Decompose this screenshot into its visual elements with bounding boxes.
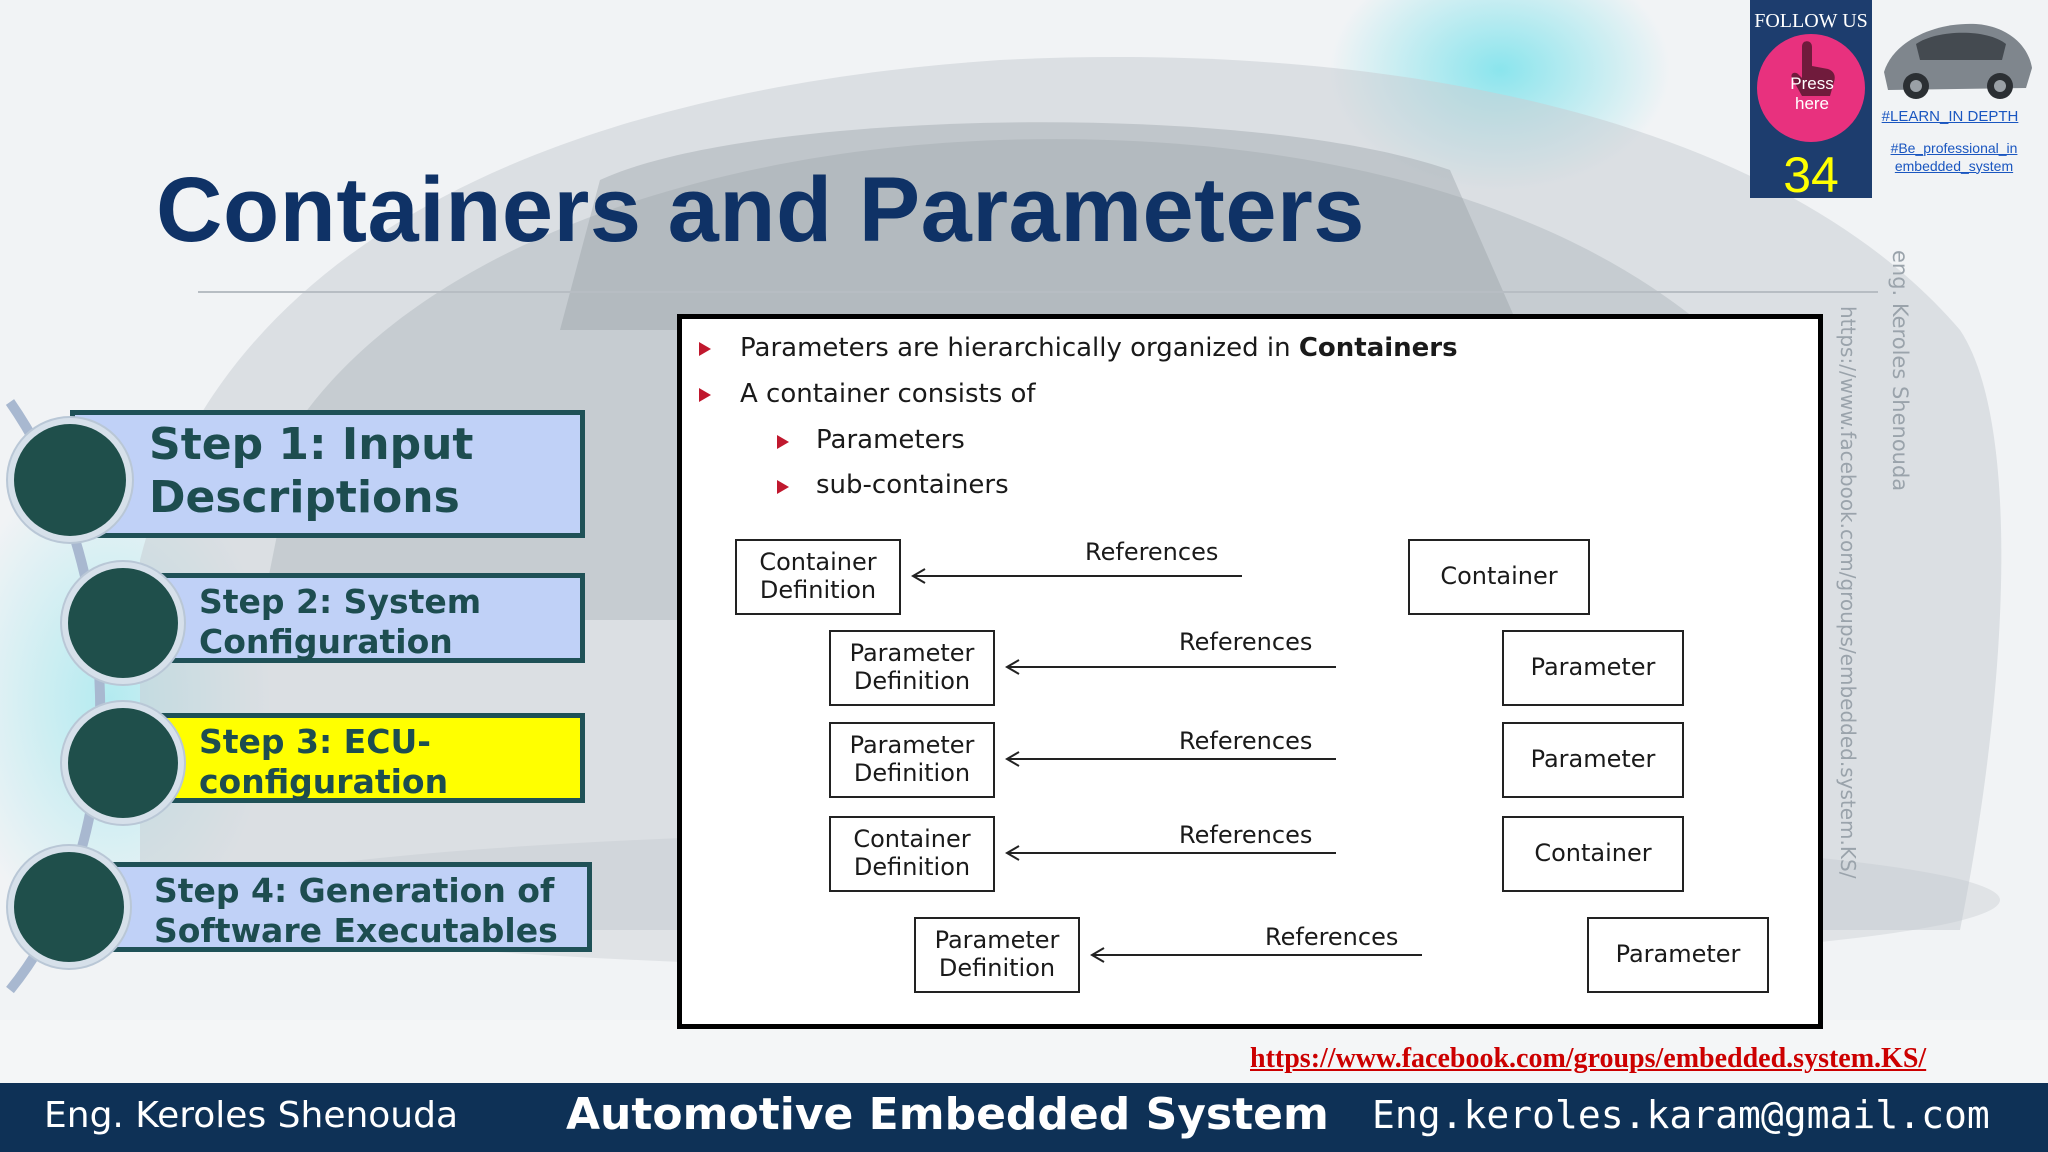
node-2-line1: Parameter: [849, 639, 975, 668]
node-4-line1: Container: [853, 825, 971, 854]
diagram-panel: Parameters are hierarchically organized …: [677, 314, 1823, 1029]
follow-us-text: FOLLOW US: [1754, 10, 1868, 32]
step-1-line1: Step 1: Input: [149, 419, 474, 470]
watermark-name: eng. Keroles Shenouda: [1888, 250, 1912, 492]
step-4-label: Step 4: Generation of Software Executabl…: [154, 871, 558, 950]
footer-email[interactable]: Eng.keroles.karam@gmail.com: [1372, 1093, 1990, 1137]
node-5-line2: Definition: [938, 954, 1056, 982]
step-3-circle: [68, 708, 178, 818]
sub-bullet-2: sub-containers: [816, 470, 1009, 500]
bullet-1: Parameters are hierarchically organized …: [740, 333, 1458, 363]
node-3-line2: Definition: [853, 759, 971, 787]
step-1-line2: Descriptions: [149, 471, 460, 523]
pointing-hand-icon: [1791, 41, 1835, 96]
step-1-label: Step 1: Input Descriptions: [149, 419, 473, 525]
step-2-line2: Configuration: [199, 621, 453, 661]
bullet-2-marker: [699, 388, 711, 402]
footer-course-title: Automotive Embedded System: [566, 1089, 1329, 1140]
container-node: Container: [1408, 539, 1590, 615]
parameter-node: Parameter: [1502, 722, 1684, 798]
facebook-group-link[interactable]: https://www.facebook.com/groups/embedded…: [1250, 1043, 1927, 1074]
step-2-circle: [68, 568, 178, 678]
references-label: References: [1179, 727, 1313, 755]
be-professional-link[interactable]: #Be_professional_in embedded_system: [1874, 140, 2034, 175]
press-line2: here: [1794, 94, 1830, 114]
car-thumbnail: [1884, 23, 2032, 99]
step-1-circle: [14, 424, 126, 536]
step-4-circle: [14, 852, 124, 962]
node-1-line2: Definition: [759, 576, 877, 604]
sub-bullet-2-marker: [777, 480, 789, 494]
step-3-line1: Step 3: ECU-: [199, 722, 431, 761]
parameter-node: Parameter: [1587, 917, 1769, 993]
slide-title: Containers and Parameters: [156, 159, 1365, 261]
step-2-line1: Step 2: System: [199, 582, 482, 621]
bullet-1-marker: [699, 342, 711, 356]
bullet-1-bold: Containers: [1298, 333, 1458, 363]
node-5-line1: Parameter: [934, 926, 1060, 955]
container-node: Container: [1502, 816, 1684, 892]
references-label: References: [1179, 821, 1313, 849]
steps-list: Step 1: Input Descriptions Step 2: Syste…: [0, 390, 600, 1010]
step-4-line1: Step 4: Generation of: [154, 871, 555, 910]
step-4-box[interactable]: Step 4: Generation of Software Executabl…: [90, 862, 592, 952]
bullet-1-text: Parameters are hierarchically organized …: [740, 333, 1299, 363]
step-2-box[interactable]: Step 2: System Configuration: [130, 573, 585, 663]
follow-us-badge[interactable]: FOLLOW US Press here 34: [1750, 0, 1872, 203]
watermark-url: https://www.facebook.com/groups/embedded…: [1836, 306, 1860, 879]
references-label: References: [1265, 923, 1399, 951]
step-4-line2: Software Executables: [154, 910, 558, 950]
footer-bar: Eng. Keroles Shenouda Automotive Embedde…: [0, 1083, 2048, 1152]
footer-author: Eng. Keroles Shenouda: [44, 1095, 459, 1136]
step-3-line2: configuration: [199, 761, 449, 801]
step-3-label: Step 3: ECU- configuration: [199, 722, 448, 801]
node-1-line1: Container: [759, 548, 877, 577]
learn-in-depth-link[interactable]: #LEARN_IN DEPTH: [1881, 108, 2019, 125]
reference-arrows: [911, 568, 1422, 963]
step-3-box[interactable]: Step 3: ECU- configuration: [130, 713, 585, 803]
pro-line1: #Be_professional_in: [1890, 140, 2018, 156]
node-4-line2: Definition: [853, 853, 971, 881]
sub-bullet-1: Parameters: [816, 425, 965, 455]
step-2-label: Step 2: System Configuration: [199, 582, 481, 661]
node-3-line1: Parameter: [849, 731, 975, 760]
press-here-text: Press here: [1780, 74, 1844, 115]
node-2-line2: Definition: [853, 667, 971, 695]
press-line1: Press: [1790, 74, 1834, 93]
references-label: References: [1085, 538, 1219, 566]
references-label: References: [1179, 628, 1313, 656]
parameter-node: Parameter: [1502, 630, 1684, 706]
sub-bullet-1-marker: [777, 435, 789, 449]
title-divider: [198, 291, 1878, 293]
slide-number: 34: [1783, 147, 1839, 203]
step-1-box[interactable]: Step 1: Input Descriptions: [70, 410, 585, 538]
pro-line2: embedded_system: [1894, 157, 2014, 174]
bullet-2: A container consists of: [740, 379, 1036, 409]
